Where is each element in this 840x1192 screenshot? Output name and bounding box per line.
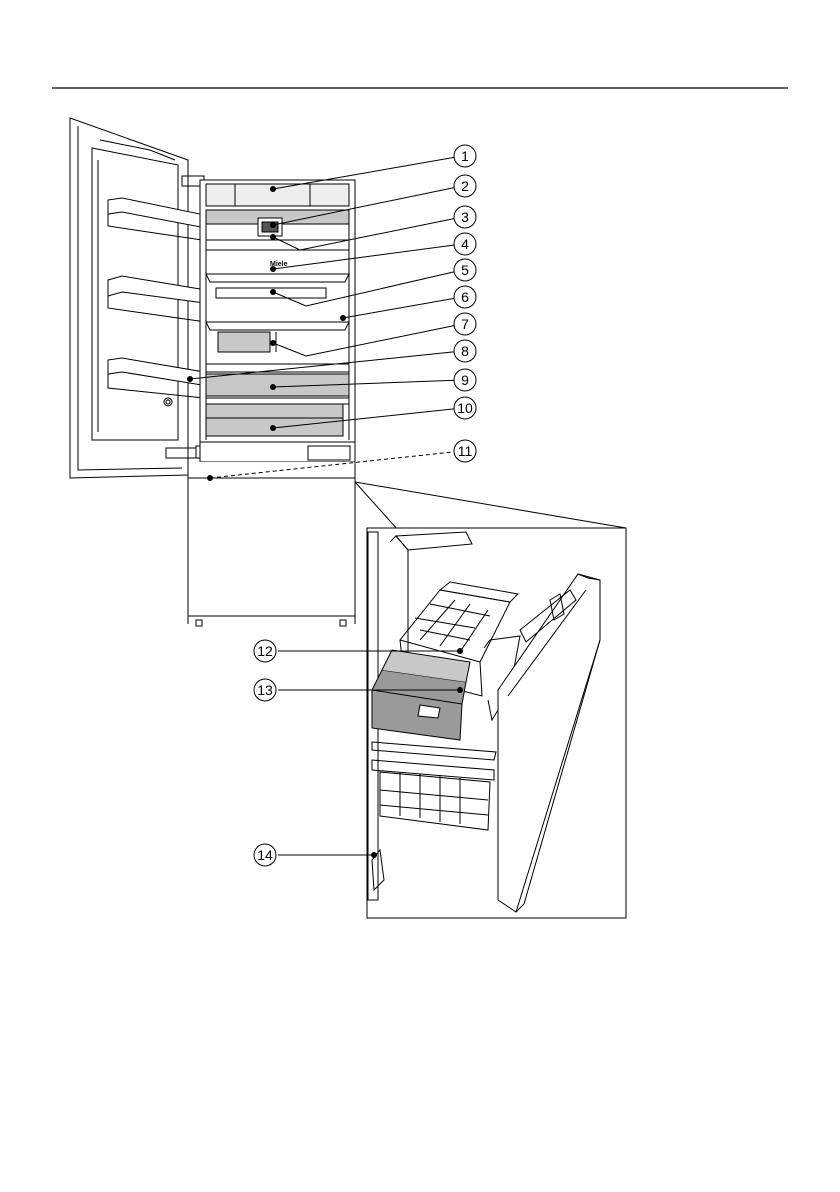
callout-9: 9 bbox=[454, 369, 476, 391]
callout-11: 11 bbox=[454, 440, 476, 462]
callout-12: 12 bbox=[254, 640, 276, 662]
callout-4-label: 4 bbox=[461, 236, 469, 252]
callout-3: 3 bbox=[454, 206, 476, 228]
callout-6-label: 6 bbox=[461, 289, 469, 305]
callout-7-label: 7 bbox=[461, 316, 469, 332]
fridge-cabinet: Miele bbox=[200, 180, 355, 462]
callout-14-label: 14 bbox=[257, 847, 273, 863]
shelf-box bbox=[218, 332, 270, 352]
drawer-10 bbox=[206, 404, 343, 418]
callout-8-label: 8 bbox=[461, 343, 469, 359]
callout-11-label: 11 bbox=[458, 443, 473, 459]
callout-10: 10 bbox=[454, 397, 476, 419]
callout-14: 14 bbox=[254, 844, 276, 866]
freezer-cabinet bbox=[188, 462, 355, 626]
callout-4: 4 bbox=[454, 233, 476, 255]
detail-box bbox=[367, 528, 626, 918]
freezer-tray bbox=[372, 670, 466, 740]
callout-2-label: 2 bbox=[461, 178, 469, 194]
callout-6: 6 bbox=[454, 286, 476, 308]
callout-13: 13 bbox=[254, 679, 276, 701]
callout-7: 7 bbox=[454, 313, 476, 335]
callout-5-label: 5 bbox=[461, 262, 469, 278]
callout-12-label: 12 bbox=[257, 643, 273, 659]
callout-13-label: 13 bbox=[257, 682, 273, 698]
callout-1: 1 bbox=[454, 145, 476, 167]
callout-8: 8 bbox=[454, 340, 476, 362]
callout-10-label: 10 bbox=[457, 400, 473, 416]
callout-1-label: 1 bbox=[461, 148, 469, 164]
callout-3-label: 3 bbox=[461, 209, 469, 225]
callout-2: 2 bbox=[454, 175, 476, 197]
callout-9-label: 9 bbox=[461, 372, 469, 388]
callout-5: 5 bbox=[454, 259, 476, 281]
top-panel bbox=[206, 184, 349, 206]
